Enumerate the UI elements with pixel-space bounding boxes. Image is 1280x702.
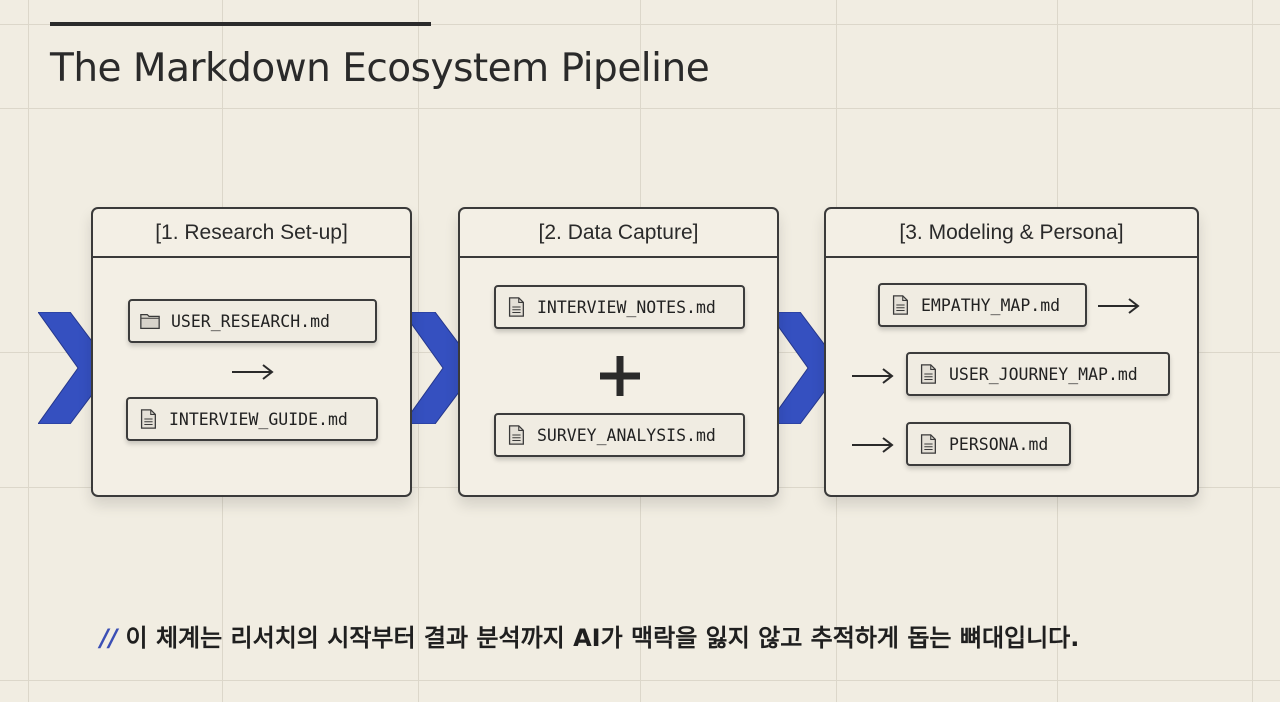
document-icon	[920, 364, 936, 384]
stage-header: [2. Data Capture]	[460, 209, 777, 258]
arrow-right-icon	[1098, 298, 1140, 314]
file-name: USER_RESEARCH.md	[171, 311, 330, 331]
file-name: INTERVIEW_GUIDE.md	[169, 409, 348, 429]
page-title: The Markdown Ecosystem Pipeline	[50, 46, 710, 91]
file-name: EMPATHY_MAP.md	[921, 295, 1061, 315]
file-interview-notes[interactable]: INTERVIEW_NOTES.md	[494, 285, 745, 329]
caption-prefix: //	[100, 624, 118, 652]
stage-research-setup: [1. Research Set-up] USER_RESEARCH.md IN…	[91, 207, 412, 497]
stage-data-capture: [2. Data Capture] INTERVIEW_NOTES.md SUR…	[458, 207, 779, 497]
document-icon	[508, 297, 524, 317]
file-name: PERSONA.md	[949, 434, 1049, 454]
file-interview-guide[interactable]: INTERVIEW_GUIDE.md	[126, 397, 378, 441]
arrow-right-icon	[852, 368, 894, 384]
stage-modeling-persona: [3. Modeling & Persona] EMPATHY_MAP.md U…	[824, 207, 1199, 497]
plus-icon	[600, 356, 640, 396]
file-name: SURVEY_ANALYSIS.md	[537, 425, 716, 445]
stage-header: [1. Research Set-up]	[93, 209, 410, 258]
title-accent-bar	[50, 22, 431, 26]
arrow-right-icon	[852, 437, 894, 453]
stage-header: [3. Modeling & Persona]	[826, 209, 1197, 258]
document-icon	[920, 434, 936, 454]
file-user-research[interactable]: USER_RESEARCH.md	[128, 299, 377, 343]
document-icon	[140, 409, 156, 429]
file-empathy-map[interactable]: EMPATHY_MAP.md	[878, 283, 1087, 327]
caption-text: 이 체계는 리서치의 시작부터 결과 분석까지 AI가 맥락을 잃지 않고 추적…	[125, 624, 1080, 652]
file-user-journey-map[interactable]: USER_JOURNEY_MAP.md	[906, 352, 1170, 396]
file-name: USER_JOURNEY_MAP.md	[949, 364, 1138, 384]
file-survey-analysis[interactable]: SURVEY_ANALYSIS.md	[494, 413, 745, 457]
document-icon	[892, 295, 908, 315]
folder-icon	[140, 313, 160, 329]
file-name: INTERVIEW_NOTES.md	[537, 297, 716, 317]
arrow-right-icon	[232, 364, 274, 380]
caption: //이 체계는 리서치의 시작부터 결과 분석까지 AI가 맥락을 잃지 않고 …	[100, 618, 1079, 653]
file-persona[interactable]: PERSONA.md	[906, 422, 1071, 466]
document-icon	[508, 425, 524, 445]
